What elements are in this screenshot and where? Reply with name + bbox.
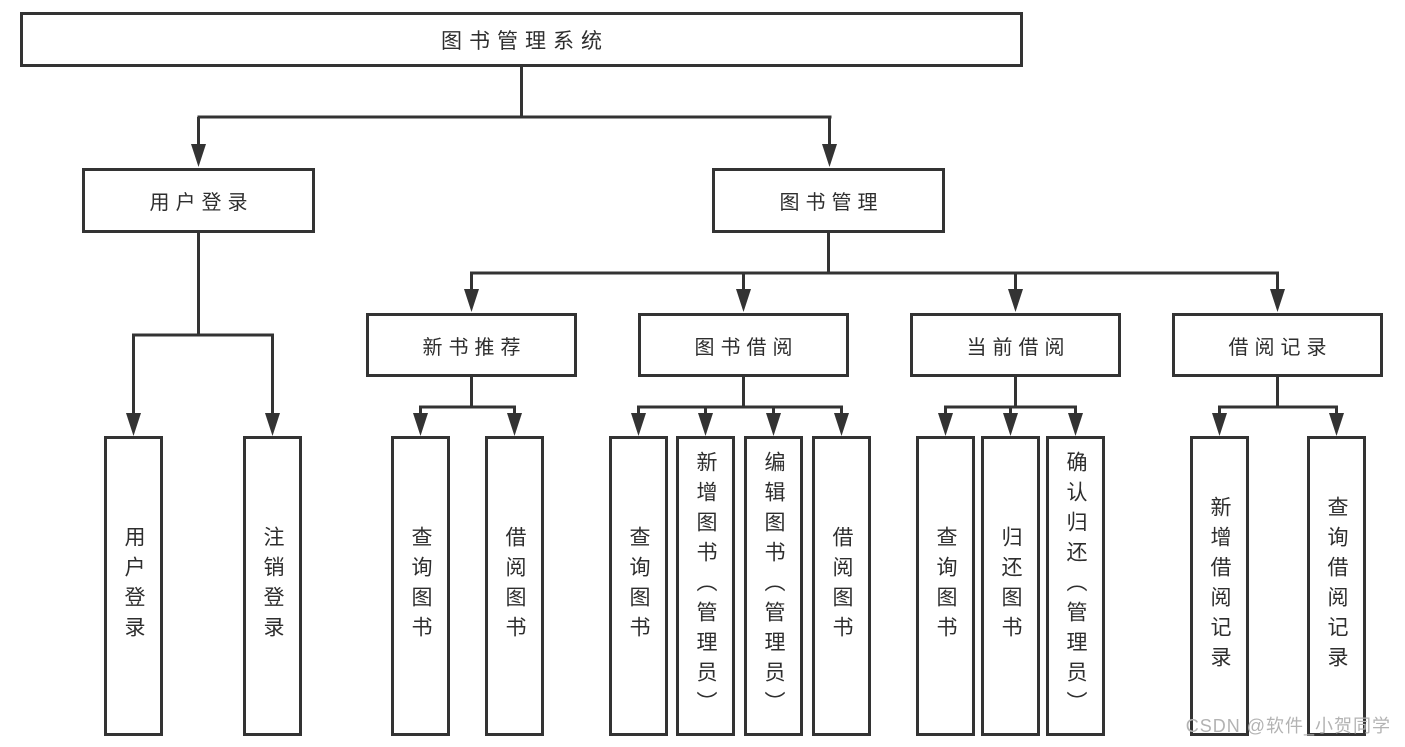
node-label: 归还图书 — [999, 526, 1022, 646]
node-label: 查询图书 — [409, 526, 432, 646]
node-label: 借阅记录 — [1228, 336, 1333, 359]
arrowhead — [938, 413, 953, 436]
arrowhead — [834, 413, 849, 436]
node-label: 查询图书 — [934, 526, 957, 646]
arrowhead — [766, 413, 781, 436]
arrowhead — [265, 413, 280, 436]
node-label: 借阅图书 — [830, 526, 853, 646]
leaf-add-borrow-record: 新增借阅记录 — [1190, 436, 1249, 736]
arrowhead — [1003, 413, 1018, 436]
node-label: 查询借阅记录 — [1325, 496, 1348, 676]
arrowhead — [464, 289, 479, 312]
arrowhead — [698, 413, 713, 436]
arrowhead — [822, 144, 837, 167]
arrowhead — [191, 144, 206, 167]
arrowhead — [1270, 289, 1285, 312]
node-book-borrowing: 图书借阅 — [638, 313, 849, 377]
arrowhead — [1068, 413, 1083, 436]
arrowhead — [1329, 413, 1344, 436]
arrowhead — [126, 413, 141, 436]
arrowhead — [1008, 289, 1023, 312]
leaf-return-books: 归还图书 — [981, 436, 1040, 736]
arrowhead — [1212, 413, 1227, 436]
node-label: 用户登录 — [122, 526, 145, 646]
leaf-confirm-return-admin: 确认归还（管理员） — [1046, 436, 1105, 736]
leaf-user-login: 用户登录 — [104, 436, 163, 736]
node-label: 图书管理系统 — [441, 29, 609, 53]
node-label: 图书借阅 — [694, 336, 799, 359]
node-label: 新增借阅记录 — [1208, 496, 1231, 676]
node-label: 新增图书（管理员） — [694, 451, 717, 721]
arrowhead — [413, 413, 428, 436]
node-library-management-system: 图书管理系统 — [20, 12, 1023, 67]
node-label: 图书管理 — [779, 192, 884, 214]
arrowhead — [736, 289, 751, 312]
node-label: 注销登录 — [261, 526, 284, 646]
node-label: 编辑图书（管理员） — [762, 451, 785, 721]
leaf-query-borrow-record: 查询借阅记录 — [1307, 436, 1366, 736]
leaf-add-books-admin: 新增图书（管理员） — [676, 436, 735, 736]
leaf-borrow-books: 借阅图书 — [812, 436, 871, 736]
node-label: 查询图书 — [627, 526, 650, 646]
arrowhead — [631, 413, 646, 436]
csdn-watermark: CSDN @软件_小贺同学 — [1185, 716, 1391, 736]
leaf-edit-books-admin: 编辑图书（管理员） — [744, 436, 803, 736]
node-label: 新书推荐 — [422, 336, 527, 359]
node-borrowing-records: 借阅记录 — [1172, 313, 1383, 377]
node-user-login: 用户登录 — [82, 168, 315, 233]
leaf-query-books-recommend: 查询图书 — [391, 436, 450, 736]
leaf-query-books-borrowing: 查询图书 — [609, 436, 668, 736]
node-label: 当前借阅 — [966, 336, 1071, 359]
node-new-book-recommendation: 新书推荐 — [366, 313, 577, 377]
leaf-query-books-current: 查询图书 — [916, 436, 975, 736]
node-label: 借阅图书 — [503, 526, 526, 646]
leaf-logout: 注销登录 — [243, 436, 302, 736]
node-label: 用户登录 — [149, 192, 254, 214]
leaf-borrow-books-recommend: 借阅图书 — [485, 436, 544, 736]
node-current-borrowing: 当前借阅 — [910, 313, 1121, 377]
node-label: 确认归还（管理员） — [1064, 451, 1087, 721]
node-book-management: 图书管理 — [712, 168, 945, 233]
arrowhead — [507, 413, 522, 436]
